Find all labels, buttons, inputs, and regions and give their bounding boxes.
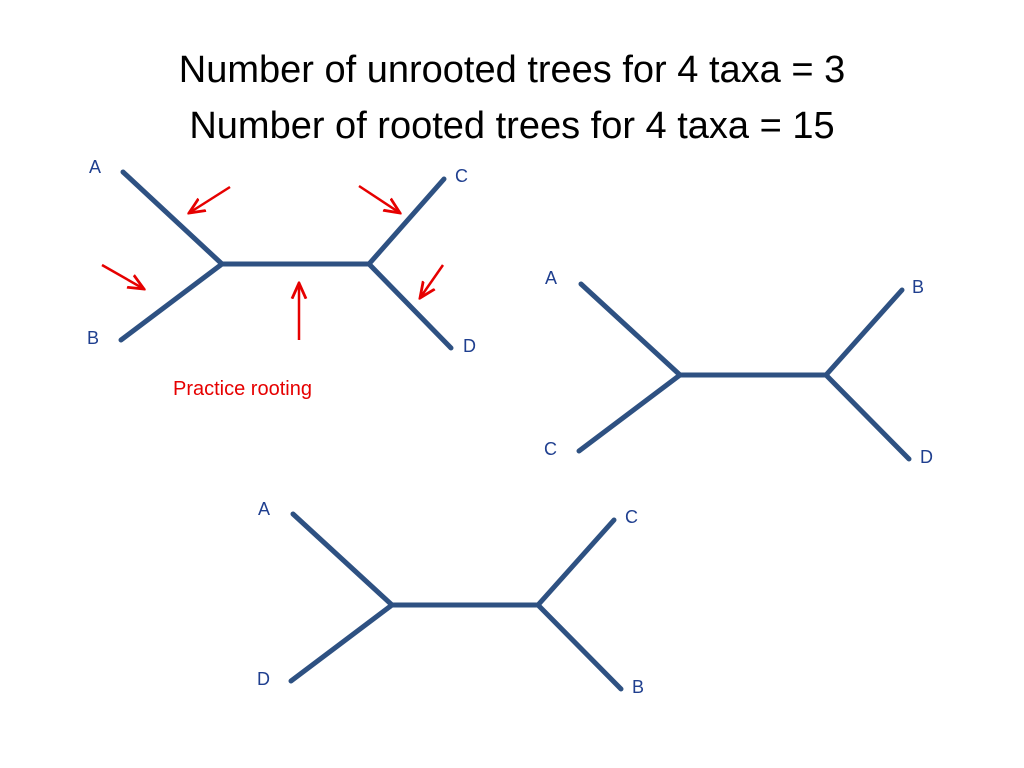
tree-1: A B C D Practice rooting xyxy=(87,157,476,400)
branch-top-left xyxy=(578,281,683,378)
root-arrow-top-left xyxy=(189,185,231,213)
tree-2: A C B D xyxy=(544,268,933,467)
branch-top-left xyxy=(120,169,225,267)
branch-top-right xyxy=(535,517,617,608)
branch-top-left xyxy=(290,511,395,608)
branch-bottom-left xyxy=(576,372,683,454)
leaf-label-bottom-right: D xyxy=(463,336,476,356)
leaf-label-top-left: A xyxy=(89,157,101,177)
leaf-label-top-right: C xyxy=(625,507,638,527)
leaf-label-bottom-right: B xyxy=(632,677,644,697)
root-arrow-top-right xyxy=(358,184,400,213)
leaf-label-bottom-left: D xyxy=(257,669,270,689)
branch-top-right xyxy=(823,287,905,378)
root-arrow-bottom-left xyxy=(101,263,144,289)
leaf-label-top-left: A xyxy=(258,499,270,519)
title-line-1: Number of unrooted trees for 4 taxa = 3 xyxy=(178,49,846,91)
leaf-label-top-right: B xyxy=(912,277,924,297)
branch-bottom-right xyxy=(535,602,624,692)
branch-bottom-right xyxy=(823,372,912,462)
root-arrow-bottom-right xyxy=(420,264,445,298)
branch-bottom-left xyxy=(288,602,395,684)
practice-rooting-note: Practice rooting xyxy=(173,378,312,400)
leaf-label-bottom-right: D xyxy=(920,447,933,467)
leaf-label-bottom-left: B xyxy=(87,328,99,348)
branch-bottom-left xyxy=(118,261,225,343)
title-line-2: Number of rooted trees for 4 taxa = 15 xyxy=(189,105,835,147)
tree-3: A D C B xyxy=(257,499,644,697)
leaf-label-top-right: C xyxy=(455,166,468,186)
leaf-label-bottom-left: C xyxy=(544,439,557,459)
branch-top-right xyxy=(366,176,447,267)
leaf-label-top-left: A xyxy=(545,268,557,288)
branch-bottom-right xyxy=(366,261,454,351)
